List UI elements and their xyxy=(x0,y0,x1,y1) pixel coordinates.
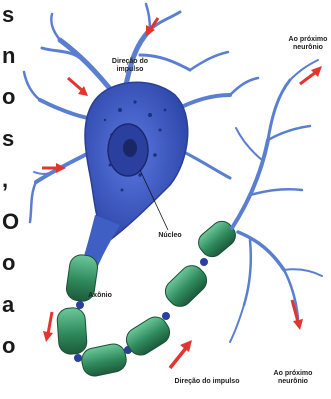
side-letter: O xyxy=(2,211,19,233)
side-letter: s xyxy=(2,4,14,26)
label-next-neuron-bottom: Ao próximo neurônio xyxy=(268,370,318,386)
side-letter: o xyxy=(2,86,15,108)
label-nucleus: Núcleo xyxy=(150,232,190,240)
label-direction-bottom: Direção do impulso xyxy=(172,378,242,386)
label-axon: Axônio xyxy=(80,292,120,300)
side-letter: o xyxy=(2,335,15,357)
label-direction-top: Direção do impulso xyxy=(108,58,152,74)
side-letter: , xyxy=(2,169,8,191)
axon-terminals xyxy=(230,60,322,342)
side-letter: n xyxy=(2,45,15,67)
label-next-neuron-top: Ao próximo neurônio xyxy=(286,36,330,52)
side-letter: o xyxy=(2,252,15,274)
side-letter: s xyxy=(2,128,14,150)
side-text-column: s n o s , O o a o xyxy=(0,0,24,394)
side-letter: a xyxy=(2,294,14,316)
